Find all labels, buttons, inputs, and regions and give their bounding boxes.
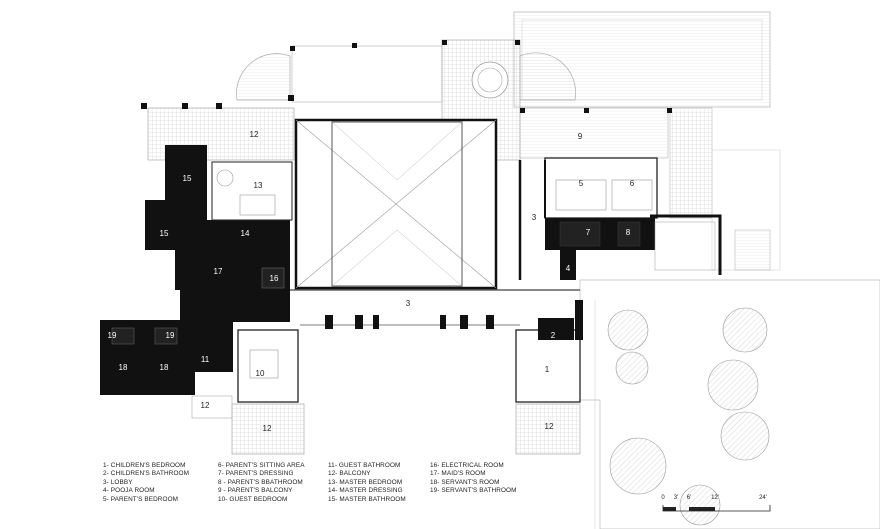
room-label-2: 2 [551, 331, 556, 340]
scale-tick-3: 3' [674, 495, 678, 501]
room-label-5: 5 [579, 179, 584, 188]
legend-item: 4- POOJA ROOM [103, 487, 155, 495]
service-block [100, 145, 293, 395]
room-label-12-top: 12 [250, 130, 259, 139]
scale-tick-6: 6' [687, 495, 691, 501]
legend-item: 7- PARENT'S DRESSING [218, 470, 294, 478]
room-label-10: 10 [256, 369, 265, 378]
room-label-15-bottom: 15 [160, 229, 169, 238]
legend-item: 9 - PARENT'S BALCONY [218, 487, 293, 495]
right-wing [518, 157, 722, 280]
room-label-16: 16 [270, 274, 279, 283]
room-label-18-left: 18 [119, 363, 128, 372]
room-label-6: 6 [630, 179, 635, 188]
children-wing [515, 300, 583, 455]
scale-bar: 0 3' 6' 12' 24' [661, 495, 771, 512]
room-label-3-side: 3 [532, 213, 537, 222]
legend-item: 6- PARENT'S SITTING AREA [218, 462, 305, 469]
legend-item: 1- CHILDREN'S BEDROOM [103, 462, 186, 469]
room-label-3: 3 [406, 299, 411, 308]
legend-column-3: 11- GUEST BATHROOM 12- BALCONY 13- MASTE… [328, 462, 406, 504]
legend-item: 5- PARENT'S BEDROOM [103, 495, 179, 503]
room-label-17: 17 [214, 267, 223, 276]
scale-tick-12: 12' [711, 495, 719, 501]
columns [141, 40, 672, 113]
room-label-18-right: 18 [160, 363, 169, 372]
legend-item: 15- MASTER BATHROOM [328, 495, 406, 503]
room-label-19-right: 19 [166, 331, 175, 340]
legend-item: 12- BALCONY [328, 470, 371, 478]
room-label-1: 1 [545, 365, 550, 374]
room-label-19-left: 19 [108, 331, 117, 340]
legend-item: 8 - PARENT'S BBATHROOM [218, 478, 303, 486]
legend-item: 18- SERVANT'S ROOM [430, 478, 500, 486]
legend-item: 16- ELECTRICAL ROOM [430, 462, 504, 469]
scale-tick-24: 24' [759, 495, 767, 501]
legend-column-4: 16- ELECTRICAL ROOM 17- MAID'S ROOM 18- … [430, 462, 517, 496]
legend-item: 13- MASTER BEDROOM [328, 478, 403, 486]
room-label-4: 4 [566, 264, 571, 273]
entrance-court [236, 39, 576, 161]
legend-item: 10- GUEST BEDROOM [218, 495, 288, 503]
room-label-7: 7 [586, 228, 591, 237]
room-label-12-guest: 12 [263, 424, 272, 433]
lobby-corridor [290, 289, 580, 329]
garden [579, 229, 880, 529]
central-hall [294, 118, 498, 290]
room-label-11: 11 [201, 355, 210, 364]
guest-wing [191, 329, 305, 455]
legend-item: 19- SERVANT'S BATHROOM [430, 487, 517, 495]
legend-column-1: 1- CHILDREN'S BEDROOM 2- CHILDREN'S BATH… [103, 462, 189, 504]
room-label-9: 9 [578, 132, 583, 141]
room-label-8: 8 [626, 228, 631, 237]
legend-item: 3- LOBBY [103, 478, 133, 486]
room-labels: 1 2 3 3 4 5 6 7 8 9 10 11 12 12 12 12 13… [108, 130, 635, 433]
legend-column-2: 6- PARENT'S SITTING AREA 7- PARENT'S DRE… [218, 462, 305, 504]
room-label-14: 14 [241, 229, 250, 238]
legend-item: 17- MAID'S ROOM [430, 470, 486, 478]
room-label-12-children: 12 [545, 422, 554, 431]
legend-item: 2- CHILDREN'S BATHROOM [103, 470, 190, 478]
scale-tick-0: 0 [661, 495, 665, 501]
legend-item: 14- MASTER DRESSING [328, 487, 403, 495]
legend-item: 11- GUEST BATHROOM [328, 462, 401, 469]
room-label-15-top: 15 [183, 174, 192, 183]
room-label-13: 13 [254, 181, 263, 190]
room-label-12-small: 12 [201, 401, 210, 410]
